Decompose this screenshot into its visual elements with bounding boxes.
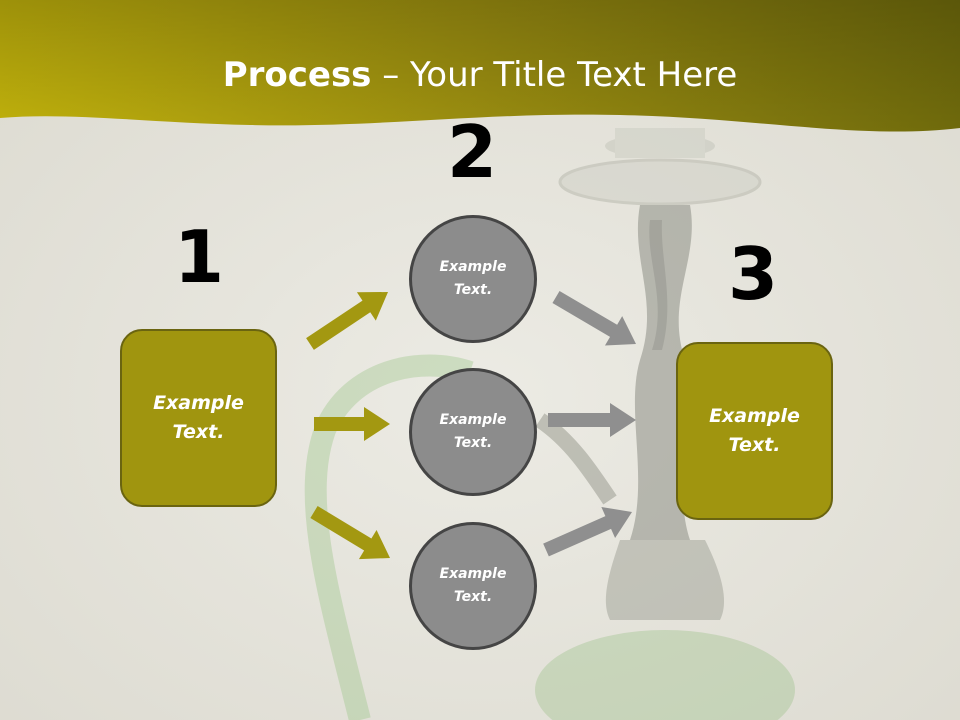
step-number-1: 1 <box>173 215 225 299</box>
process-circle-1[interactable]: Example Text. <box>409 215 537 343</box>
input-box[interactable]: Example Text. <box>120 329 277 507</box>
process-circle-3[interactable]: Example Text. <box>409 522 537 650</box>
page-title: Process – Your Title Text Here <box>0 52 960 98</box>
output-box[interactable]: Example Text. <box>676 342 833 520</box>
output-box-label: Example Text. <box>709 405 800 456</box>
process-circle-3-label: Example Text. <box>439 566 507 605</box>
input-box-label: Example Text. <box>153 392 244 443</box>
process-circle-1-label: Example Text. <box>439 259 507 298</box>
step-number-2: 2 <box>446 110 498 194</box>
process-circle-2-label: Example Text. <box>439 412 507 451</box>
process-circle-2[interactable]: Example Text. <box>409 368 537 496</box>
title-rest: – Your Title Text Here <box>371 55 738 95</box>
title-bold: Process <box>222 55 372 95</box>
step-number-3: 3 <box>727 232 779 316</box>
